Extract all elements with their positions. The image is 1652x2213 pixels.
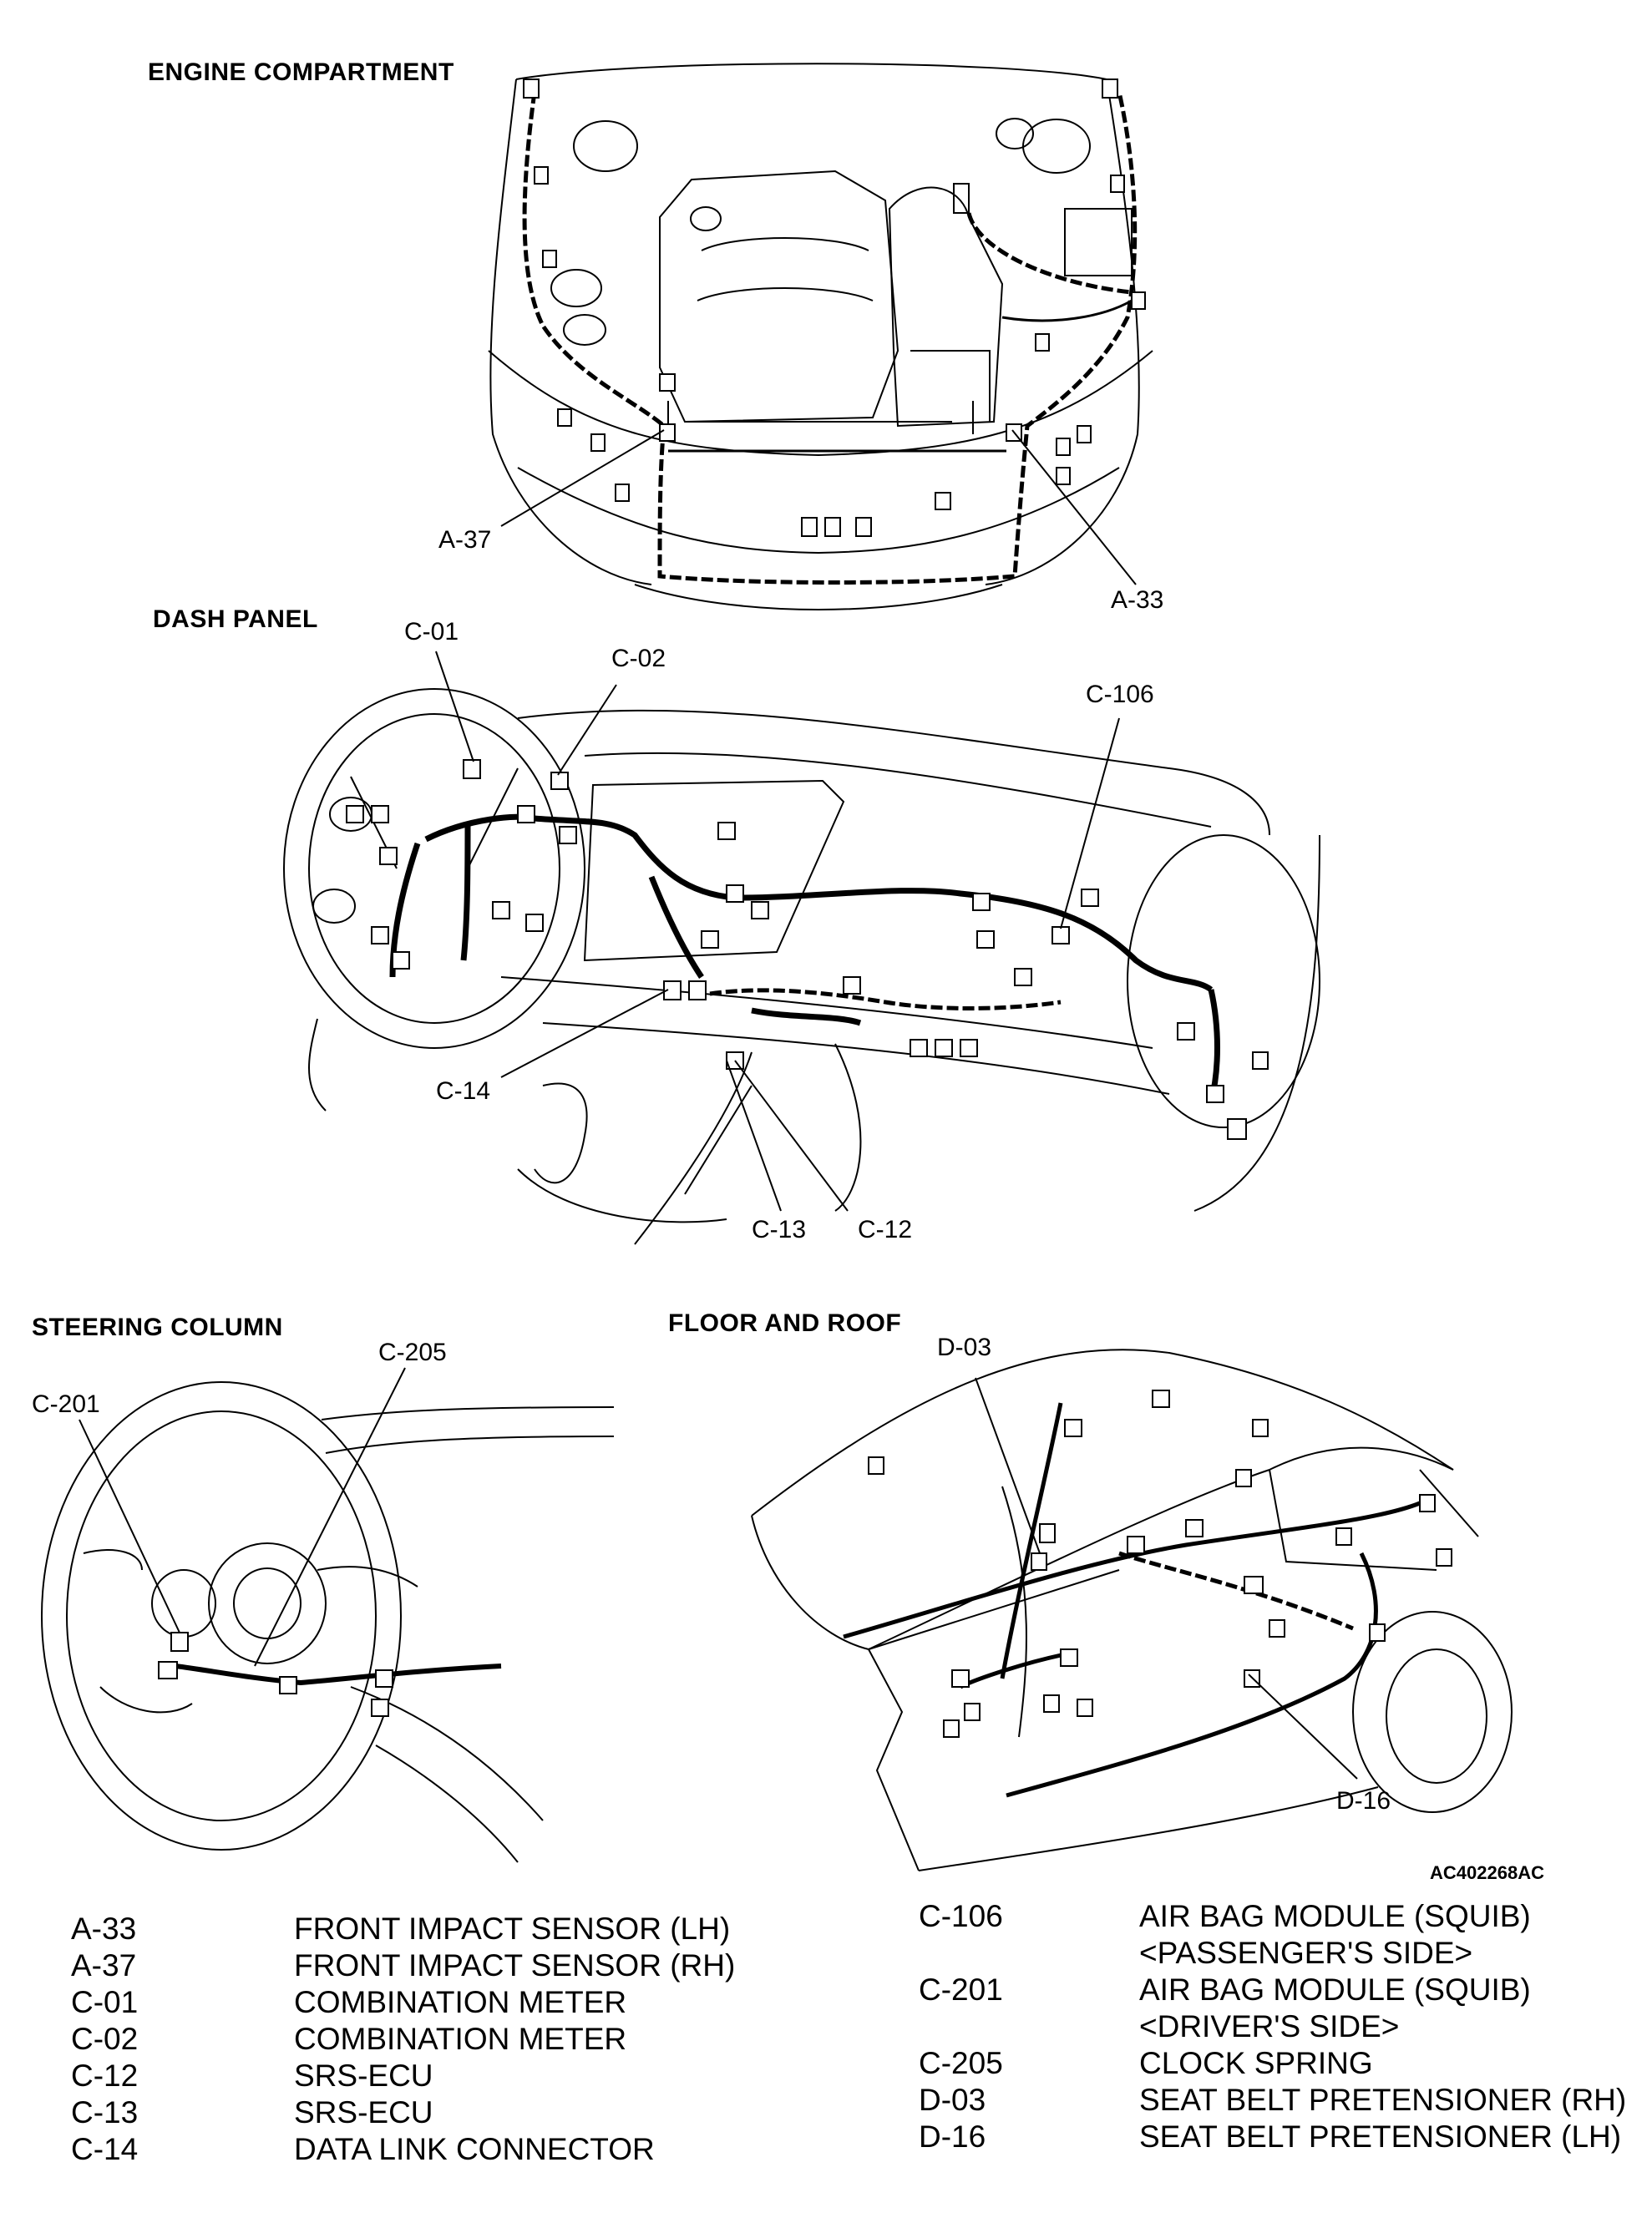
steering-column-drawing [41,1381,615,1863]
callout-c12: C-12 [858,1216,913,1243]
legend-row: C-13 SRS-ECU [71,2094,735,2131]
legend-code: C-01 [71,1985,139,2019]
engine-harness [522,91,1138,585]
callout-c02: C-02 [611,645,666,672]
callout-c205: C-205 [378,1339,447,1366]
legend-row: A-33 FRONT IMPACT SENSOR (LH) [71,1911,735,1947]
legend-code: C-14 [71,2132,139,2166]
legend-desc: COMBINATION METER [294,2022,627,2056]
legend-desc: SEAT BELT PRETENSIONER (LH) [1139,2119,1622,2154]
legend-code: D-03 [919,2083,986,2117]
steering-connectors [158,1632,393,1717]
legend-desc: COMBINATION METER [294,1985,627,2019]
floor-leader-lines [975,1377,1358,1780]
callout-c13: C-13 [752,1216,807,1243]
legend-row: C-12 SRS-ECU [71,2058,735,2094]
callout-a37: A-37 [438,526,492,554]
legend-row: D-16 SEAT BELT PRETENSIONER (LH) [919,2119,1626,2155]
section-title-floor-and-roof: FLOOR AND ROOF [668,1309,902,1337]
legend-row: C-106 AIR BAG MODULE (SQUIB) [919,1898,1626,1935]
legend-row: D-03 SEAT BELT PRETENSIONER (RH) [919,2082,1626,2119]
legend-row: C-02 COMBINATION METER [71,2021,735,2058]
legend-code: C-13 [71,2095,139,2129]
legend-code: C-12 [71,2059,139,2093]
callout-c14: C-14 [436,1077,491,1105]
legend-row: C-14 DATA LINK CONNECTOR [71,2131,735,2168]
legend-desc: CLOCK SPRING [1139,2046,1373,2080]
floor-connectors [868,1390,1452,1738]
callout-a33: A-33 [1111,586,1164,614]
legend-row: C-201 AIR BAG MODULE (SQUIB) [919,1972,1626,2008]
engine-connectors [523,78,1146,537]
legend-code: C-205 [919,2046,1003,2080]
legend-code: D-16 [919,2119,986,2154]
legend-desc: SRS-ECU [294,2059,433,2093]
engine-leader-lines [500,429,1137,585]
callout-d03: D-03 [937,1334,992,1361]
steering-harness [175,1664,502,1686]
legend-row: A-37 FRONT IMPACT SENSOR (RH) [71,1947,735,1984]
legend-row: C-01 COMBINATION METER [71,1984,735,2021]
dash-harness [389,813,1220,1103]
steering-leader-lines [79,1367,406,1667]
legend-desc: SRS-ECU [294,2095,433,2129]
callout-c106: C-106 [1086,681,1154,708]
legend-desc: DATA LINK CONNECTOR [294,2132,655,2166]
callout-c01: C-01 [404,618,459,646]
dash-panel-drawing [283,688,1320,1245]
section-title-engine-compartment: ENGINE COMPARTMENT [148,58,454,86]
figure-reference-code: AC402268AC [1430,1862,1544,1883]
section-title-steering-column: STEERING COLUMN [32,1314,283,1341]
legend-desc: FRONT IMPACT SENSOR (LH) [294,1912,731,1946]
section-title-dash-panel: DASH PANEL [153,605,318,633]
legend-desc: AIR BAG MODULE (SQUIB) [1139,1972,1531,2007]
callout-d16: D-16 [1336,1787,1391,1815]
legend-code: C-106 [919,1899,1003,1933]
legend-code: A-37 [71,1948,137,1983]
dash-connectors [346,759,1269,1140]
legend-code: A-33 [71,1912,137,1946]
legend-left: A-33 FRONT IMPACT SENSOR (LH) A-37 FRONT I… [71,1911,735,2168]
legend-subdesc: <PASSENGER'S SIDE> [1139,1936,1473,1970]
engine-compartment-drawing [488,63,1153,610]
floor-harness [843,1402,1421,1798]
dash-leader-lines [435,651,1120,1212]
legend-row: C-205 CLOCK SPRING [919,2045,1626,2082]
legend-subdesc: <DRIVER'S SIDE> [1139,2009,1400,2043]
legend-desc: AIR BAG MODULE (SQUIB) [1139,1899,1531,1933]
callout-c201: C-201 [32,1390,100,1418]
legend-code: C-02 [71,2022,139,2056]
legend-desc: FRONT IMPACT SENSOR (RH) [294,1948,736,1983]
legend-desc: SEAT BELT PRETENSIONER (RH) [1139,2083,1627,2117]
floor-roof-drawing [751,1349,1513,1871]
legend-code: C-201 [919,1972,1003,2007]
